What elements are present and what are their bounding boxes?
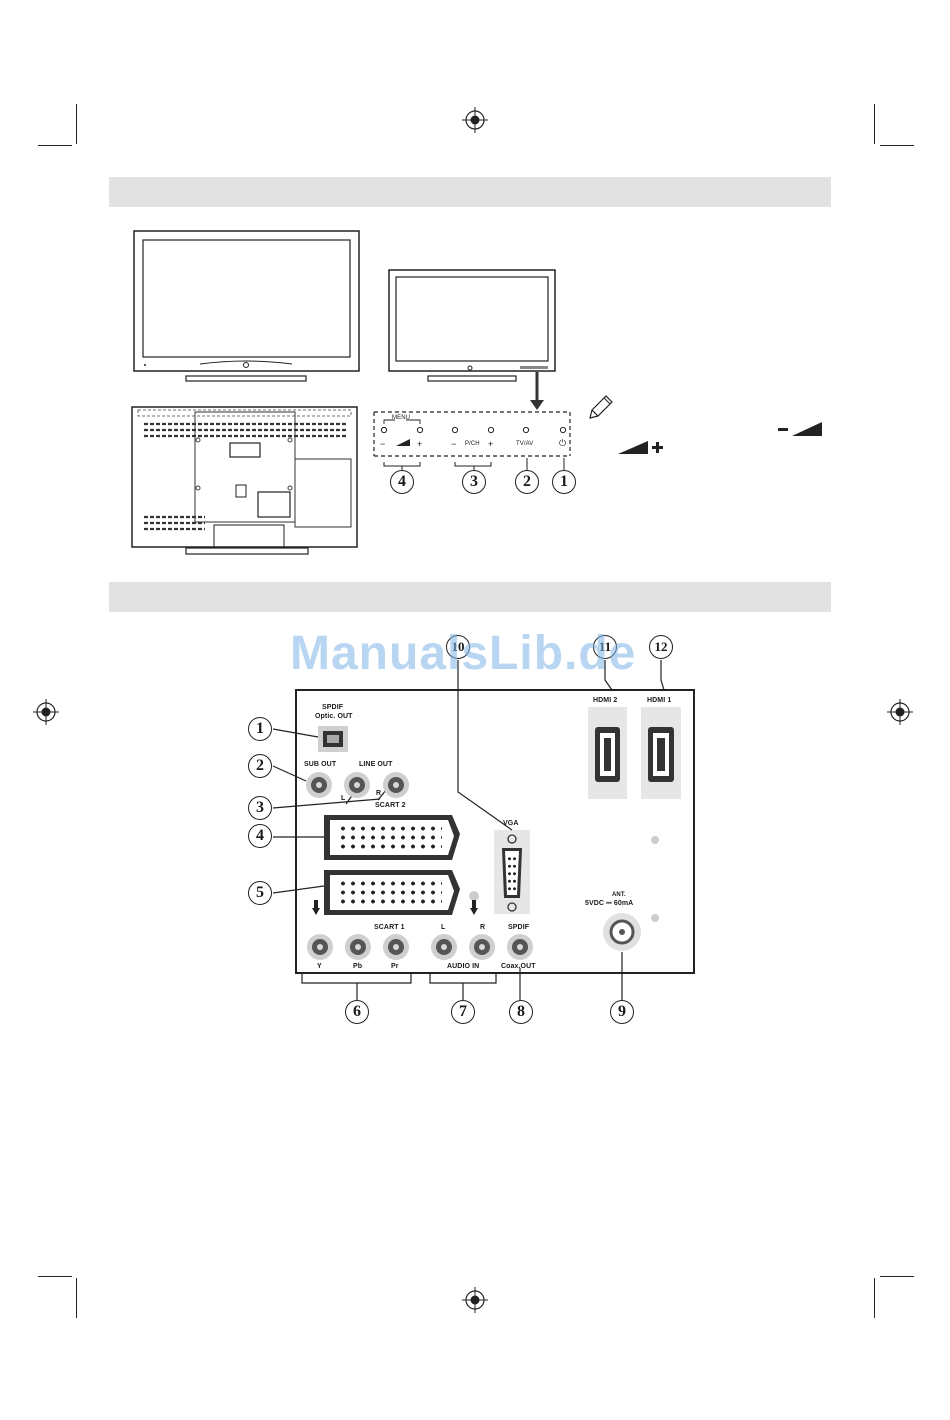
menu-plus-label: +	[417, 439, 422, 449]
scart2-label: SCART 2	[375, 802, 406, 809]
audio-r-label: R	[480, 924, 485, 931]
tv-front-small	[389, 270, 555, 381]
component-pr-jack	[383, 934, 409, 960]
pch-plus-label: +	[488, 439, 493, 449]
registration-mark	[462, 1287, 488, 1313]
callout-front-1: 1	[552, 470, 576, 494]
ant-label: ANT.	[612, 892, 626, 898]
vga-label: VGA	[503, 820, 518, 827]
power-spec-label: 5VDC ⎓ 60mA	[585, 900, 633, 908]
component-y-label: Y	[317, 963, 322, 970]
sub-out-label: SUB OUT	[304, 761, 336, 768]
callout-conn-6: 6	[345, 1000, 369, 1024]
tvav-label: TV/AV	[516, 441, 533, 447]
volume-up-symbol-icon	[618, 441, 663, 454]
line-out-l-jack	[344, 772, 370, 798]
watermark-text: ManualsLib.de	[290, 626, 636, 681]
callout-conn-5: 5	[248, 881, 272, 905]
component-pr-label: Pr	[391, 963, 399, 970]
callout-front-3: 3	[462, 470, 486, 494]
audio-in-r-jack	[469, 934, 495, 960]
callout-conn-12: 12	[649, 635, 673, 659]
spdif-coax-jack	[507, 934, 533, 960]
line-out-l-label: L	[341, 795, 345, 802]
callout-conn-7: 7	[451, 1000, 475, 1024]
menu-minus-label: −	[380, 439, 385, 449]
volume-down-symbol-icon	[778, 422, 822, 436]
scart2-pins	[338, 824, 442, 852]
pch-label: P/CH	[465, 441, 480, 447]
audio-in-label: AUDIO IN	[447, 963, 479, 970]
component-y-jack	[307, 934, 333, 960]
registration-mark	[33, 699, 59, 725]
power-icon: ⏻	[559, 438, 566, 449]
spdif-optic-label-1: SPDIF	[322, 704, 343, 711]
spdif-optic-label-2: Optic. OUT	[315, 713, 353, 720]
tv-front-large	[134, 231, 359, 381]
callout-conn-3: 3	[248, 796, 272, 820]
registration-mark	[462, 107, 488, 133]
registration-mark	[887, 699, 913, 725]
component-pb-label: Pb	[353, 963, 362, 970]
sub-out-jack	[306, 772, 332, 798]
hdmi2-label: HDMI 2	[593, 697, 617, 704]
menu-label: MENU	[392, 415, 410, 421]
callout-front-4: 4	[390, 470, 414, 494]
scart1-label: SCART 1	[374, 924, 405, 931]
note-pencil-icon	[590, 396, 612, 418]
line-out-label: LINE OUT	[359, 761, 392, 768]
pch-minus-label: −	[451, 439, 456, 449]
callout-conn-1: 1	[248, 717, 272, 741]
callout-conn-2: 2	[248, 754, 272, 778]
hdmi1-label: HDMI 1	[647, 697, 671, 704]
line-out-r-jack	[383, 772, 409, 798]
spdif-coax-label-1: SPDIF	[508, 924, 529, 931]
callout-conn-8: 8	[509, 1000, 533, 1024]
audio-in-l-jack	[431, 934, 457, 960]
callout-front-2: 2	[515, 470, 539, 494]
spdif-coax-label-2: Coax.OUT	[501, 963, 536, 970]
vga-pins	[507, 855, 517, 893]
line-out-r-label: R	[376, 790, 381, 797]
tv-back	[132, 407, 357, 554]
callout-conn-9: 9	[610, 1000, 634, 1024]
scart1-pins	[338, 879, 442, 907]
callout-conn-4: 4	[248, 824, 272, 848]
audio-l-label: L	[441, 924, 445, 931]
component-pb-jack	[345, 934, 371, 960]
